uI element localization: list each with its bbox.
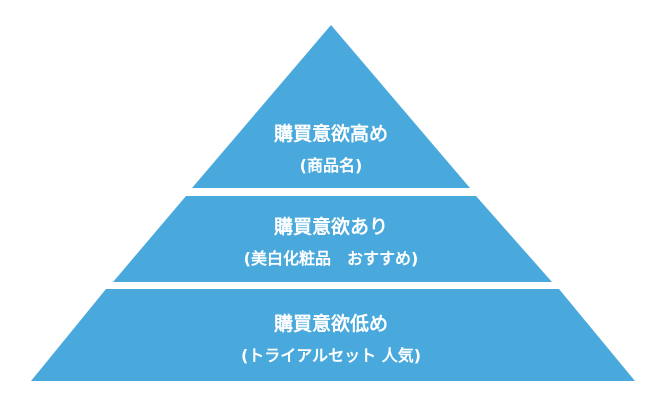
- pyramid-tier-bottom: [31, 289, 635, 381]
- pyramid-tier-top: [192, 25, 470, 188]
- tier-top-title: 購買意欲高め: [274, 122, 388, 145]
- pyramid-tier-middle: [113, 196, 552, 282]
- tier-middle-title: 購買意欲あり: [274, 215, 388, 238]
- tier-bottom-subtitle: (トライアルセット 人気): [241, 346, 421, 365]
- tier-top-subtitle: (商品名): [300, 156, 363, 175]
- tier-middle-subtitle: (美白化粧品 おすすめ): [244, 249, 419, 268]
- tier-bottom-title: 購買意欲低め: [274, 312, 388, 335]
